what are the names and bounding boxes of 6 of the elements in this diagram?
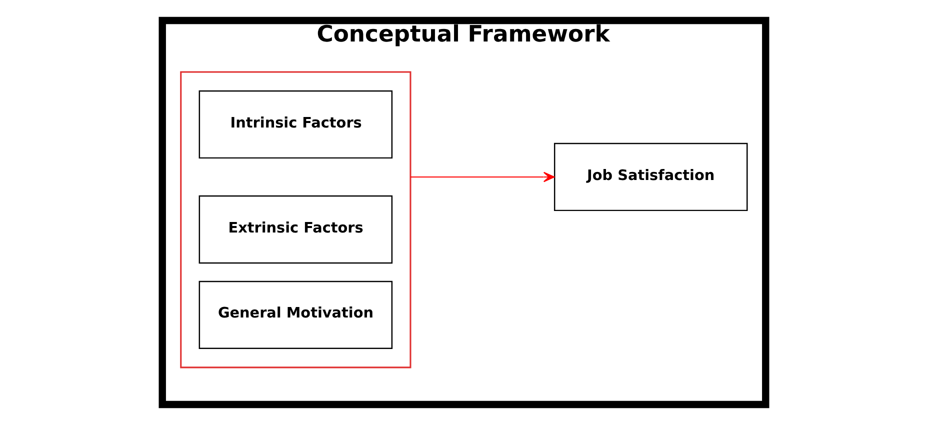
node-box: General Motivation — [198, 280, 393, 350]
node-box: Job Satisfaction — [554, 142, 748, 212]
arrow — [410, 172, 555, 182]
cluster — [180, 71, 412, 368]
node-box: Intrinsic Factors — [198, 90, 393, 159]
node-box: Extrinsic Factors — [198, 195, 393, 264]
